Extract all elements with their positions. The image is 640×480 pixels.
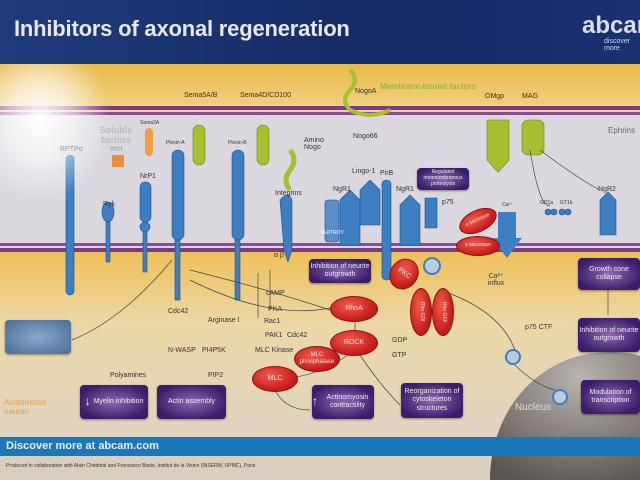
footer-discover: Discover more at abcam.com xyxy=(6,440,159,452)
outcome-rip: Regulated intramembranous proteolysis xyxy=(417,168,469,190)
soluble-factors-label: Soluble factors xyxy=(99,125,133,145)
signal-label: PI4P5K xyxy=(202,347,226,354)
rho-gdi-enzyme: Rho GDI xyxy=(410,288,432,336)
ligand-label: Wnt xyxy=(110,146,123,153)
down-arrow-icon: ↓ xyxy=(84,394,91,409)
signal-label: GDP xyxy=(392,337,408,344)
camera-flare xyxy=(0,40,110,200)
outcome-myelin-inhibition: ↓Myelin inhibition xyxy=(80,385,148,419)
nrp1-receptor xyxy=(139,181,152,273)
nogoa xyxy=(343,68,391,117)
ligand-label: Sema3A xyxy=(140,120,160,126)
signal-label: PIP2 xyxy=(208,372,224,379)
region-axon-label: Axotomized neuron xyxy=(4,398,46,416)
ligand-label: Sema4D/CD100 xyxy=(240,92,291,99)
sema4d-ligand xyxy=(256,124,270,166)
wnt-ligand xyxy=(112,155,124,167)
signal-label: PAK1 xyxy=(265,332,283,339)
sema5-ligand xyxy=(192,124,206,166)
ligand-label: Amino Nogo xyxy=(304,137,324,151)
rock-enzyme: ROCK xyxy=(330,330,378,356)
membrane-top xyxy=(0,106,640,110)
receptor-label: NrP1 xyxy=(140,173,156,180)
rho-gef-enzyme: Rho GEF xyxy=(432,288,454,336)
receptor-label: PirB xyxy=(380,170,394,177)
rhoa-enzyme: RhoA xyxy=(330,296,378,322)
omgp-ligand xyxy=(486,119,510,173)
receptor-label: Lingo-1 xyxy=(352,168,376,175)
ligand-label: OMgp xyxy=(485,93,505,100)
mag-ligand xyxy=(521,119,545,156)
receptor-label: RPTPσ xyxy=(60,146,83,153)
signal-label: GTP xyxy=(392,352,407,359)
receptor-label: NgR2 xyxy=(598,186,616,193)
receptor-label: NgR1 xyxy=(396,186,414,193)
mlc-enzyme: MLC xyxy=(252,366,298,392)
receptor-label: NgR1 xyxy=(333,186,351,193)
region-ephrins-label: Ephrins xyxy=(608,126,636,135)
header: Inhibitors of axonal regeneration abcam … xyxy=(0,0,640,64)
outcome-transcription: Modulation of transcription xyxy=(581,380,640,414)
amino-nogo xyxy=(283,148,297,192)
gamma-secretase: γ secretase xyxy=(456,236,500,256)
ligand-label: Nogo66 xyxy=(353,133,378,140)
membrane-bound-label: Membrane-bound factors xyxy=(380,82,477,91)
integrin-subunits: α β xyxy=(274,252,285,259)
footer-credit: Produced in collaboration with Alain Ché… xyxy=(6,463,256,469)
signal-label: MLC Kinase xyxy=(255,347,294,354)
region-nucleus-label: Nucleus xyxy=(515,402,552,413)
receptor-label: Ryk xyxy=(103,201,116,208)
footer-bar xyxy=(0,437,640,456)
outcome-actomyosin: ↑Actinomyosin contractility xyxy=(312,385,374,419)
ligand-label: NogoA xyxy=(355,88,377,95)
outcome-actin-assembly: Actin assembly xyxy=(157,385,226,419)
signal-label: p75 CTF xyxy=(525,324,553,331)
signal-label: N-WASP xyxy=(168,347,196,354)
signal-label: Ca²⁺ influx xyxy=(487,273,505,287)
outcome-inhibition-neurite: Inhibition of neurite outgrowth xyxy=(309,259,371,283)
receptor-label: GD1a xyxy=(540,200,554,206)
outcome-inhibition-right: Inhibition of neurite outgrowth xyxy=(578,318,640,352)
ligand-label: Sema5A/B xyxy=(184,92,218,99)
receptor-label: Plexin-A xyxy=(166,140,185,146)
receptor-label: GT1b xyxy=(560,200,573,206)
signal-label: Arginase I xyxy=(208,317,240,324)
signal-label: PKA xyxy=(268,306,283,313)
signal-label: cAMP xyxy=(266,290,285,297)
sema3a-ligand xyxy=(145,128,153,156)
membrane-bottom xyxy=(0,243,640,246)
up-arrow-icon: ↑ xyxy=(312,394,318,409)
logo-tagline: discover more xyxy=(604,38,631,52)
receptor-label: Ca²⁺ xyxy=(502,202,513,208)
page-title: Inhibitors of axonal regeneration xyxy=(14,16,350,41)
outcome-reorganization: Reorganization of cytoskeleton structure… xyxy=(401,383,463,418)
abcam-logo: abcam xyxy=(582,12,640,39)
mlc-phosphatase-enzyme: MLC phosphatase xyxy=(294,346,340,372)
signal-label: Cdc42 xyxy=(168,308,189,315)
signal-label: Polyamines xyxy=(110,372,147,379)
receptor-label: p75 xyxy=(442,199,454,206)
receptor-label: TAJ/TROY xyxy=(320,230,344,236)
ligand-label: MAG xyxy=(522,93,538,100)
receptor-label: Integrins xyxy=(275,190,302,197)
signal-label: Rac1 xyxy=(264,318,281,325)
signal-label: Cdc42 xyxy=(287,332,308,339)
blurred-outcome-box xyxy=(5,320,71,354)
receptor-label: Plexin-B xyxy=(228,140,247,146)
outcome-growth-cone: Growth cone collapse xyxy=(578,258,640,290)
